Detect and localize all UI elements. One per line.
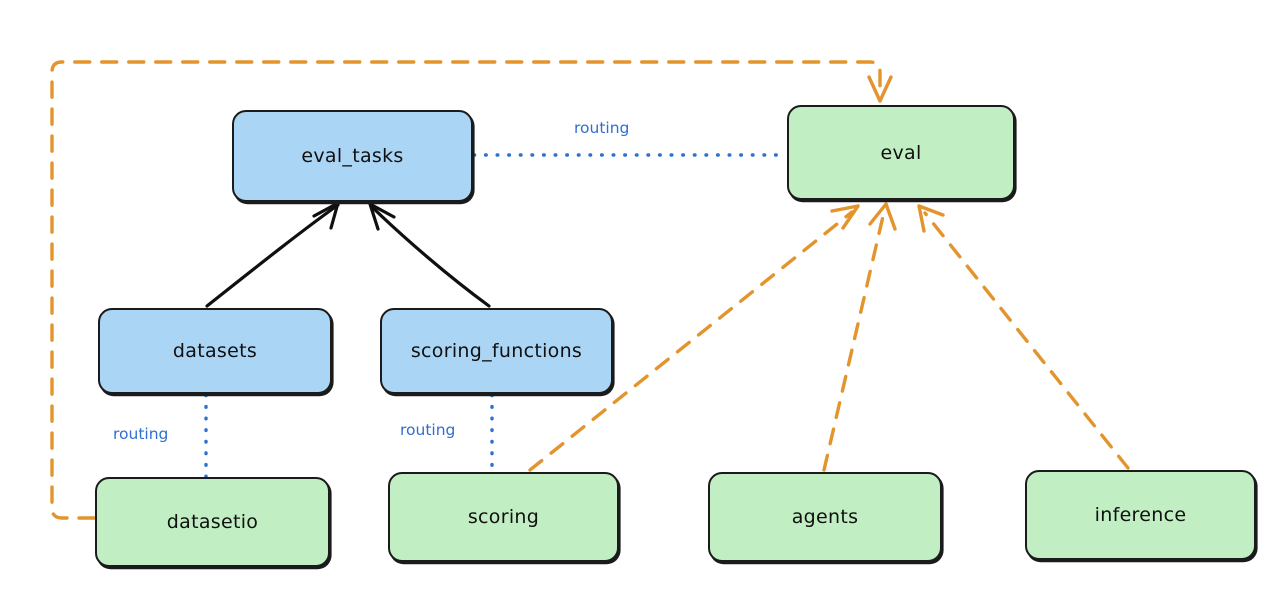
node-eval[interactable]: eval	[787, 105, 1015, 200]
edge-agents-eval-dependency	[822, 202, 897, 472]
node-label-scoring: scoring	[467, 506, 540, 528]
node-label-datasetio: datasetio	[166, 511, 259, 533]
node-scoring-functions[interactable]: scoring_functions	[380, 308, 613, 394]
node-agents[interactable]: agents	[708, 472, 942, 562]
node-label-inference: inference	[1094, 504, 1187, 526]
node-label-eval-tasks: eval_tasks	[301, 145, 404, 167]
edge-label-eval-routing: routing	[574, 119, 630, 137]
node-inference[interactable]: inference	[1025, 470, 1256, 560]
edge-label-datasets-routing: routing	[113, 425, 169, 443]
edge-inference-eval-dependency	[917, 204, 1130, 470]
node-label-eval: eval	[880, 141, 922, 164]
node-label-agents: agents	[791, 506, 859, 528]
node-label-scoring-functions: scoring_functions	[410, 340, 583, 362]
node-eval-tasks[interactable]: eval_tasks	[232, 110, 473, 202]
edge-datasets-eval-tasks	[205, 201, 340, 308]
node-datasets[interactable]: datasets	[98, 308, 332, 394]
node-datasetio[interactable]: datasetio	[95, 477, 330, 567]
node-scoring[interactable]: scoring	[388, 472, 619, 562]
edge-scoring-functions-eval-tasks	[368, 202, 491, 308]
node-label-datasets: datasets	[172, 340, 258, 362]
edge-label-scoring-routing: routing	[400, 421, 456, 439]
